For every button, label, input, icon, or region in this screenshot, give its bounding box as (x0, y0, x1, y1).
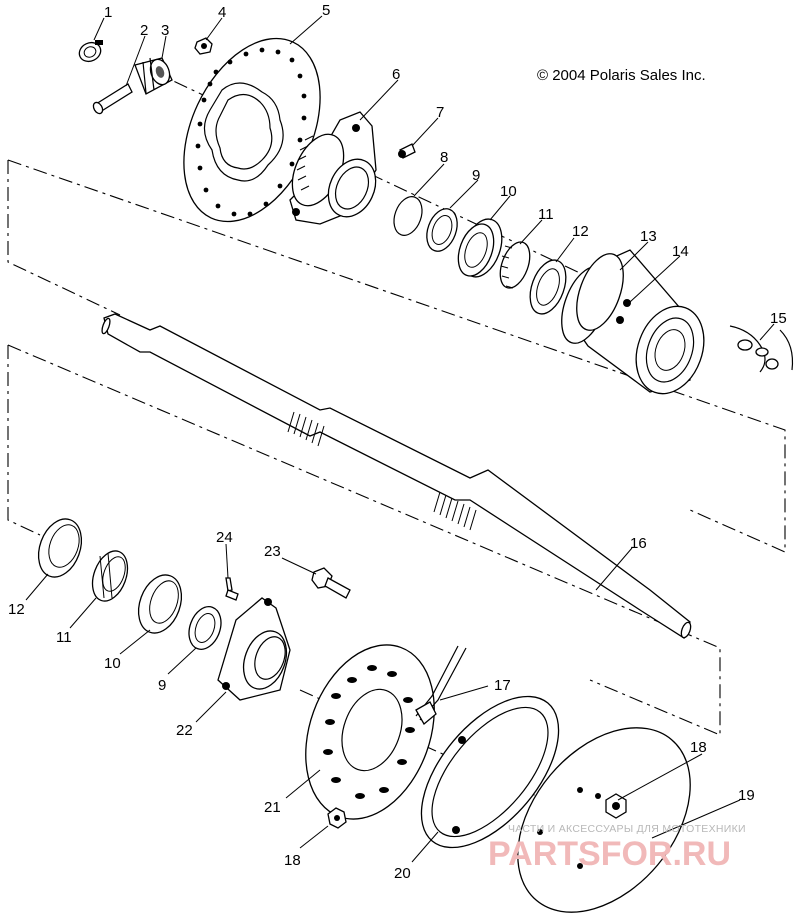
part-washer-lower (188, 606, 222, 650)
watermark-logo: PARTSFOR.RU (488, 835, 731, 873)
callout-7: 7 (436, 104, 444, 121)
part-seal (457, 218, 503, 278)
part-bearing-lower (91, 550, 129, 602)
callout-17: 17 (494, 677, 511, 694)
part-bearing (499, 241, 531, 289)
part-brake-shoe (420, 695, 560, 849)
part-flange-housing (217, 597, 291, 701)
callout-labels: 1 2 3 4 5 6 7 8 9 10 11 12 13 14 15 16 1… (8, 2, 787, 882)
callout-3: 3 (161, 22, 169, 39)
callout-24: 24 (216, 529, 233, 546)
part-nut-lower (327, 807, 347, 829)
callout-6: 6 (392, 66, 400, 83)
callout-19: 19 (738, 787, 755, 804)
callout-16: 16 (630, 535, 647, 552)
watermark: ЧАСТИ И АКСЕССУАРЫ ДЛЯ МОТОТЕХНИКИ PARTS… (488, 823, 746, 873)
part-brake-cable (415, 645, 467, 725)
part-bearing-race-lower (37, 518, 83, 578)
part-axle-shaft (101, 313, 692, 639)
callout-12-lower: 12 (8, 601, 25, 618)
part-bearing-carrier (289, 111, 377, 225)
part-washer (426, 208, 458, 252)
part-nut-small (194, 37, 213, 55)
callout-1: 1 (104, 4, 112, 21)
part-stud (225, 577, 239, 601)
callout-15: 15 (770, 310, 787, 327)
callout-14: 14 (672, 243, 689, 260)
callout-18-lower: 18 (284, 852, 301, 869)
part-caliper-pin (134, 57, 173, 95)
callout-10-lower: 10 (104, 655, 121, 672)
callout-21: 21 (264, 799, 281, 816)
leader-lines (25, 15, 775, 863)
callout-18-hub-nut: 18 (690, 739, 707, 756)
callout-23: 23 (264, 543, 281, 560)
part-fastener-set (729, 325, 794, 373)
part-sprocket (305, 644, 435, 820)
callout-20: 20 (394, 865, 411, 882)
callout-13: 13 (640, 228, 657, 245)
callout-5: 5 (322, 2, 330, 19)
callout-4: 4 (218, 4, 226, 21)
callout-9-lower: 9 (158, 677, 166, 694)
part-snap-ring (393, 196, 423, 236)
callout-2: 2 (140, 22, 148, 39)
part-bolt-lower (311, 567, 351, 599)
callout-10: 10 (500, 183, 517, 200)
callout-11: 11 (538, 206, 554, 223)
copyright-text: © 2004 Polaris Sales Inc. (537, 67, 706, 84)
watermark-caption: ЧАСТИ И АКСЕССУАРЫ ДЛЯ МОТОТЕХНИКИ (508, 823, 746, 835)
part-seal-lower (137, 574, 183, 634)
part-pin (92, 83, 133, 115)
part-axle-housing (561, 249, 705, 395)
callout-22: 22 (176, 722, 193, 739)
part-clip (78, 40, 103, 63)
part-bearing-race (529, 259, 567, 315)
part-bolt-small (398, 143, 416, 159)
part-brake-disc (517, 727, 691, 913)
callout-8: 8 (440, 149, 448, 166)
callout-12: 12 (572, 223, 589, 240)
callout-11-lower: 11 (56, 629, 72, 646)
callout-9: 9 (472, 167, 480, 184)
